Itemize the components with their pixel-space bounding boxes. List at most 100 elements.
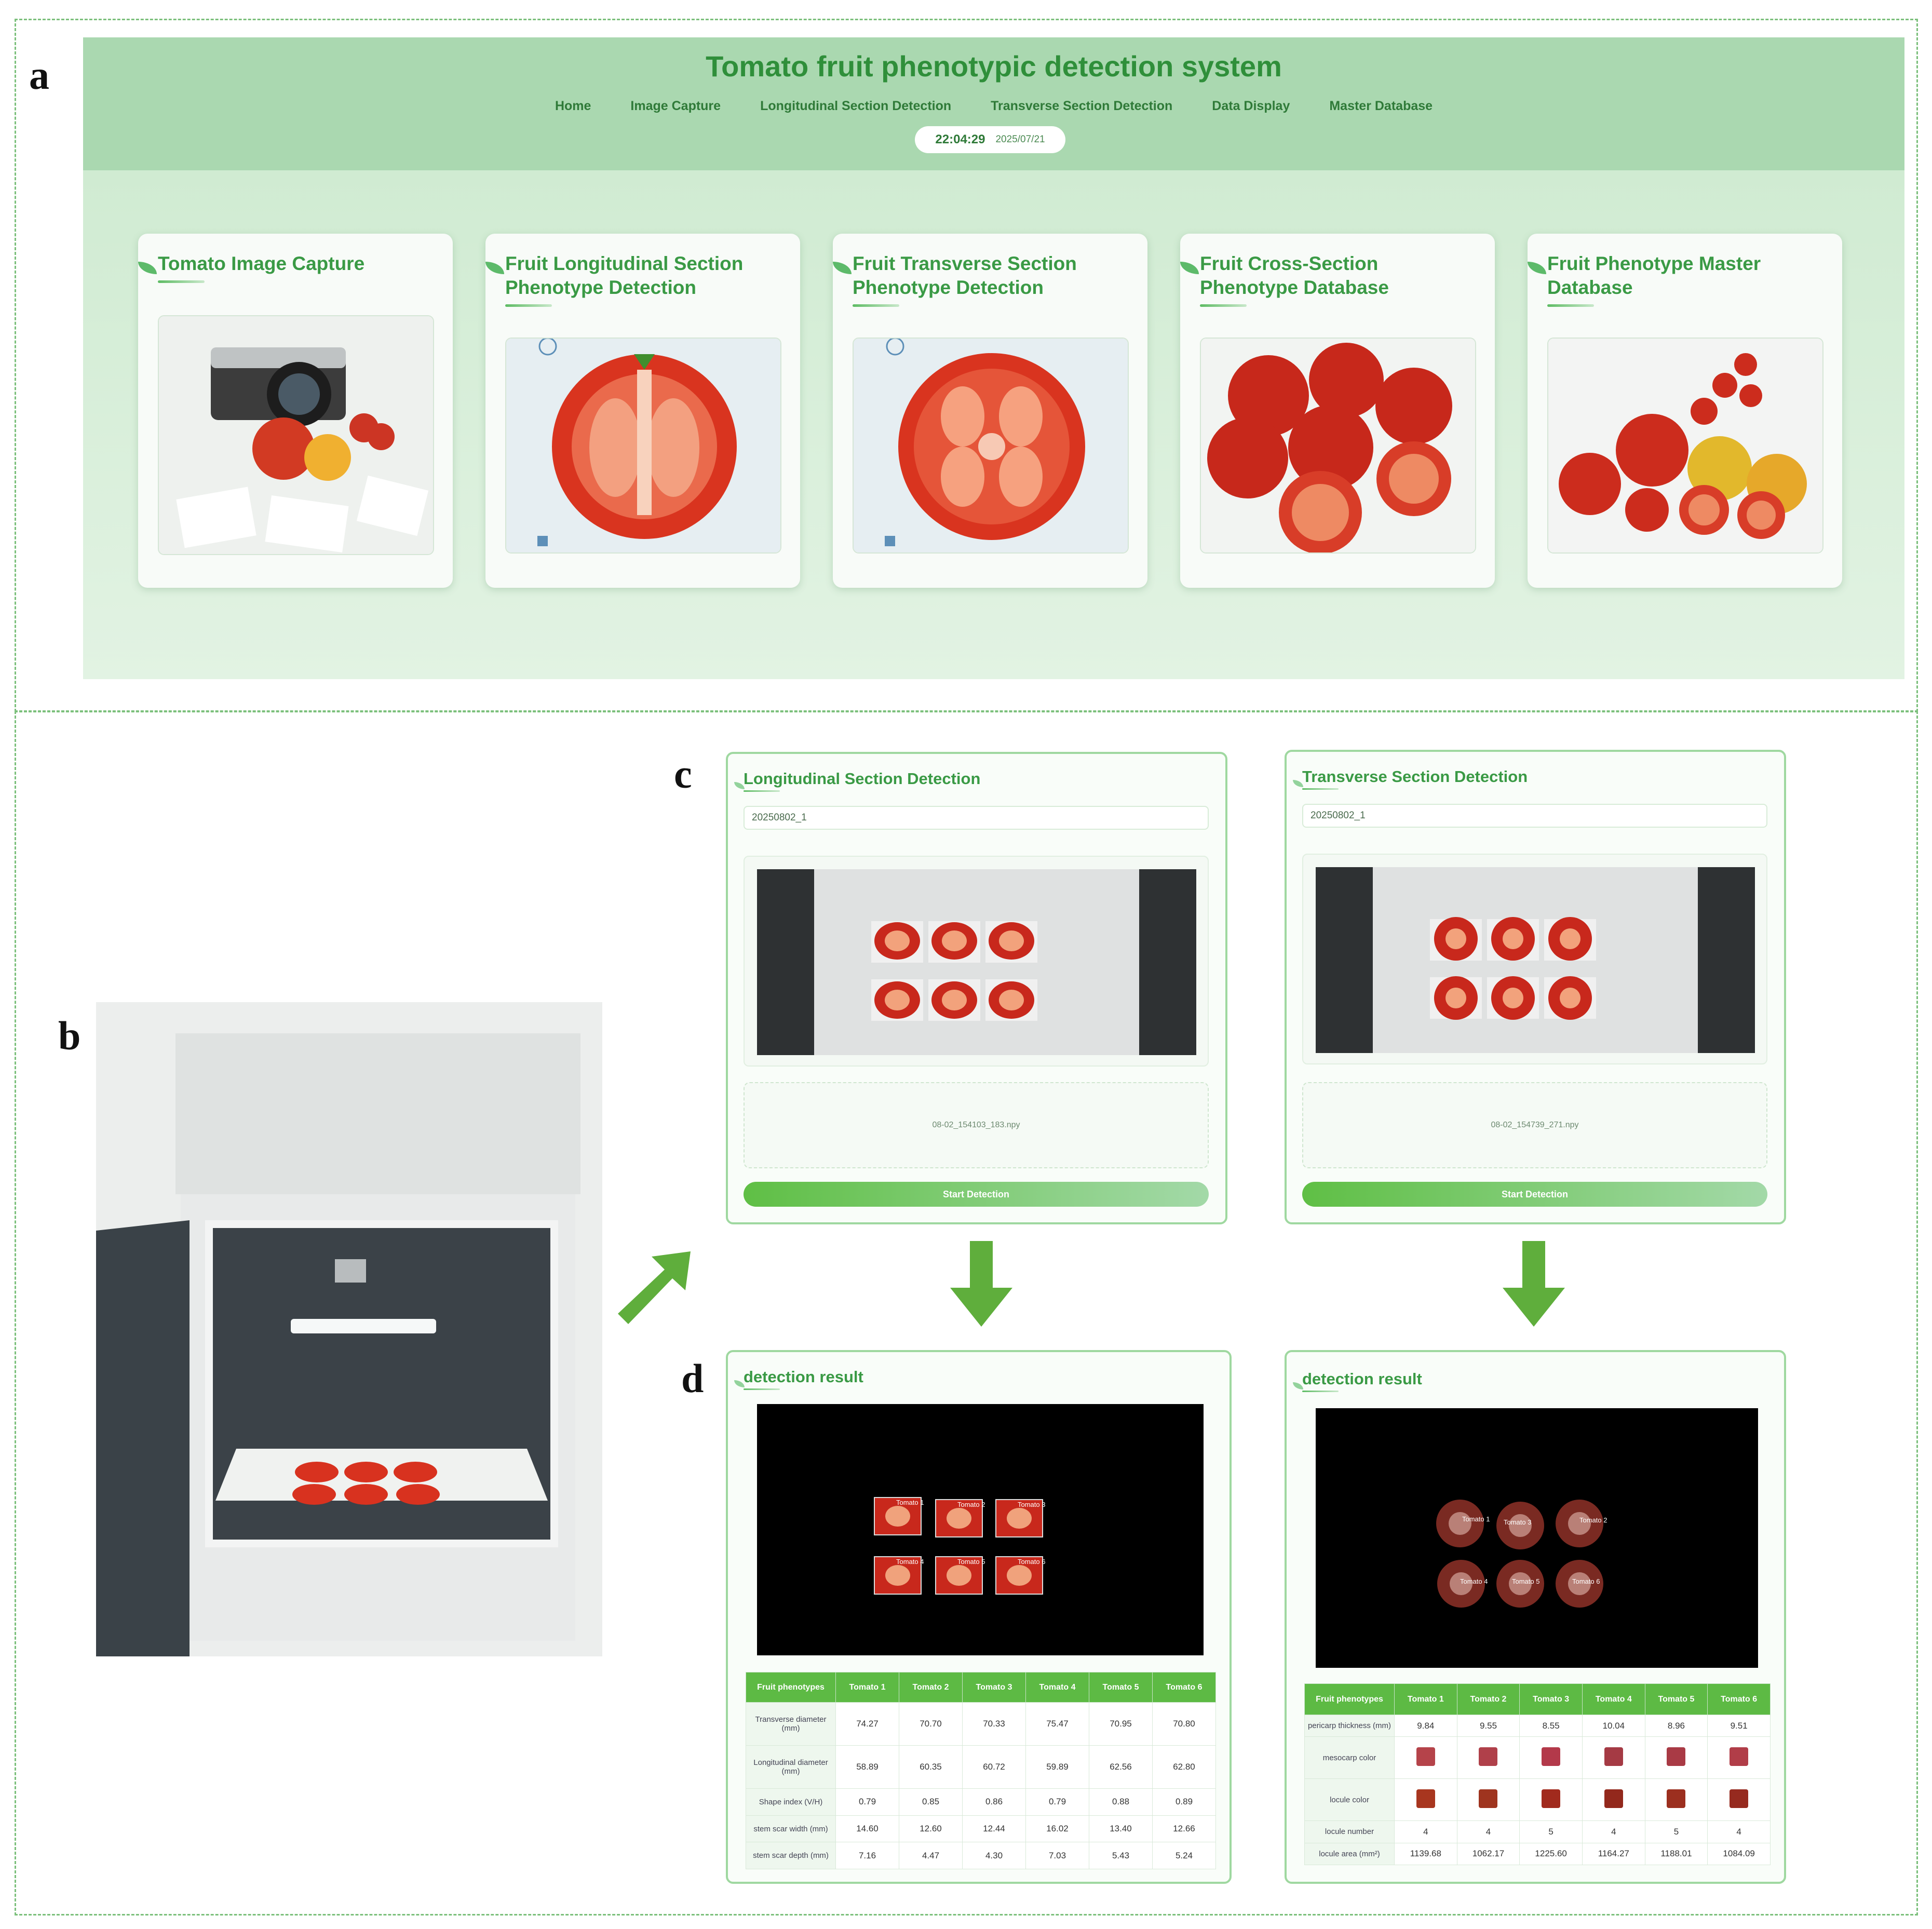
annotated-result-image: Tomato 1 Tomato 3 Tomato 2 Tomato 4 Toma… bbox=[1316, 1408, 1758, 1668]
table-cell: 12.44 bbox=[962, 1815, 1026, 1843]
title-underline bbox=[1302, 1391, 1339, 1392]
table-cell: 70.33 bbox=[962, 1702, 1026, 1746]
batch-id-input[interactable]: 20250802_1 bbox=[1302, 804, 1767, 828]
mesocarp-color-swatch bbox=[1730, 1747, 1749, 1766]
row-label: mesocarp color bbox=[1304, 1736, 1395, 1779]
table-cell: 58.89 bbox=[835, 1745, 899, 1789]
locule-color-swatch bbox=[1542, 1789, 1561, 1808]
locule-color-swatch bbox=[1730, 1789, 1749, 1808]
camera-tomato-image bbox=[158, 315, 434, 555]
title-underline bbox=[1200, 304, 1247, 307]
tomato-variety-image bbox=[1547, 338, 1823, 554]
row-label: locule area (mm²) bbox=[1304, 1842, 1395, 1866]
result-table-wrapper: Fruit phenotypes Tomato 1 Tomato 2 Tomat… bbox=[1304, 1683, 1771, 1866]
row-label: Transverse diameter (mm) bbox=[746, 1702, 836, 1746]
longitudinal-result-panel: detection result Tomato 1 Tomato 2 Tomat… bbox=[726, 1350, 1232, 1884]
table-cell: 70.70 bbox=[899, 1702, 963, 1746]
card-title-line1: Fruit Longitudinal Section bbox=[505, 253, 744, 274]
tomato-pile-image bbox=[1200, 338, 1476, 554]
table-cell: 10.04 bbox=[1582, 1714, 1645, 1737]
leaf-icon bbox=[1293, 1382, 1303, 1390]
transverse-result-table: Fruit phenotypes Tomato 1 Tomato 2 Tomat… bbox=[1304, 1683, 1771, 1866]
card-transverse-detection[interactable]: Fruit Transverse Section Phenotype Detec… bbox=[833, 234, 1147, 588]
result-label: Tomato 5 bbox=[1512, 1577, 1540, 1585]
table-cell: 12.60 bbox=[899, 1815, 963, 1843]
leaf-icon bbox=[734, 1380, 745, 1387]
panel-letter-d: d bbox=[681, 1356, 704, 1401]
table-row: Longitudinal diameter (mm) 58.89 60.35 6… bbox=[746, 1745, 1216, 1789]
table-cell: 0.79 bbox=[835, 1788, 899, 1816]
locule-color-swatch bbox=[1416, 1789, 1435, 1808]
locule-color-swatch bbox=[1667, 1789, 1686, 1808]
table-row: Shape index (V/H) 0.79 0.85 0.86 0.79 0.… bbox=[746, 1788, 1216, 1816]
table-header: Tomato 3 bbox=[962, 1672, 1026, 1703]
card-image-capture[interactable]: Tomato Image Capture bbox=[138, 234, 453, 588]
start-detection-button[interactable]: Start Detection bbox=[1302, 1182, 1767, 1207]
table-cell: 1225.60 bbox=[1519, 1842, 1583, 1866]
card-title-line1: Fruit Cross-Section bbox=[1200, 253, 1379, 274]
table-header: Fruit phenotypes bbox=[746, 1672, 836, 1703]
locule-color-swatch bbox=[1604, 1789, 1623, 1808]
card-cross-section-database[interactable]: Fruit Cross-Section Phenotype Database bbox=[1180, 234, 1495, 588]
result-label: Tomato 6 bbox=[1018, 1558, 1046, 1566]
start-detection-button[interactable]: Start Detection bbox=[744, 1182, 1209, 1207]
nav-master-database[interactable]: Master Database bbox=[1329, 99, 1433, 113]
capture-preview-box bbox=[1302, 854, 1767, 1064]
card-title-line2: Database bbox=[1547, 277, 1633, 298]
nav-longitudinal[interactable]: Longitudinal Section Detection bbox=[760, 99, 952, 113]
leaf-icon bbox=[1180, 262, 1199, 274]
locule-color-swatch bbox=[1479, 1789, 1498, 1808]
table-header: Tomato 2 bbox=[1456, 1683, 1520, 1715]
panel-title: Transverse Section Detection bbox=[1302, 767, 1528, 786]
table-cell: 9.84 bbox=[1394, 1714, 1457, 1737]
table-cell bbox=[1394, 1736, 1457, 1779]
batch-id-input[interactable]: 20250802_1 bbox=[744, 806, 1209, 830]
table-row: Transverse diameter (mm) 74.27 70.70 70.… bbox=[746, 1702, 1216, 1746]
mesocarp-color-swatch bbox=[1479, 1747, 1498, 1766]
table-cell: 5.43 bbox=[1089, 1842, 1153, 1869]
table-cell bbox=[1456, 1736, 1520, 1779]
arrow-down-right bbox=[1503, 1241, 1565, 1327]
nav-home[interactable]: Home bbox=[555, 99, 591, 113]
table-cell: 5 bbox=[1644, 1820, 1708, 1843]
table-row: locule number 4 4 5 4 5 4 bbox=[1304, 1820, 1771, 1843]
table-header: Tomato 5 bbox=[1644, 1683, 1708, 1715]
nav-image-capture[interactable]: Image Capture bbox=[630, 99, 721, 113]
table-cell bbox=[1707, 1736, 1771, 1779]
title-underline bbox=[853, 304, 899, 307]
table-cell: 75.47 bbox=[1025, 1702, 1089, 1746]
file-drop-area[interactable]: 08-02_154739_271.npy bbox=[1302, 1082, 1767, 1168]
row-label: locule color bbox=[1304, 1778, 1395, 1822]
table-cell: 5.24 bbox=[1152, 1842, 1216, 1869]
result-label: Tomato 2 bbox=[957, 1501, 985, 1508]
card-title-line1: Fruit Transverse Section bbox=[853, 253, 1077, 274]
file-drop-area[interactable]: 08-02_154103_183.npy bbox=[744, 1082, 1209, 1168]
nav-transverse[interactable]: Transverse Section Detection bbox=[991, 99, 1173, 113]
card-longitudinal-detection[interactable]: Fruit Longitudinal Section Phenotype Det… bbox=[485, 234, 800, 588]
panel-letter-c: c bbox=[674, 751, 692, 797]
result-label: Tomato 4 bbox=[896, 1558, 924, 1566]
table-cell: 62.56 bbox=[1089, 1745, 1153, 1789]
nav-data-display[interactable]: Data Display bbox=[1212, 99, 1290, 113]
panel-letter-a: a bbox=[29, 52, 49, 98]
result-table-wrapper: Fruit phenotypes Tomato 1 Tomato 2 Tomat… bbox=[746, 1672, 1216, 1869]
longitudinal-capture-image bbox=[757, 869, 1196, 1055]
clock-date: 2025/07/21 bbox=[995, 134, 1045, 145]
table-cell: 1084.09 bbox=[1707, 1842, 1771, 1866]
table-cell: 1139.68 bbox=[1394, 1842, 1457, 1866]
mesocarp-color-swatch bbox=[1604, 1747, 1623, 1766]
table-cell: 74.27 bbox=[835, 1702, 899, 1746]
card-title-line2: Phenotype Detection bbox=[853, 277, 1044, 298]
longitudinal-result-table: Fruit phenotypes Tomato 1 Tomato 2 Tomat… bbox=[746, 1672, 1216, 1869]
card-master-database[interactable]: Fruit Phenotype Master Database bbox=[1528, 234, 1842, 588]
table-cell: 0.86 bbox=[962, 1788, 1026, 1816]
table-cell bbox=[1582, 1736, 1645, 1779]
table-cell: 8.96 bbox=[1644, 1714, 1708, 1737]
arrow-to-detection bbox=[618, 1251, 691, 1324]
table-cell: 16.02 bbox=[1025, 1815, 1089, 1843]
leaf-icon bbox=[833, 262, 852, 274]
table-cell: 9.51 bbox=[1707, 1714, 1771, 1737]
result-label: Tomato 4 bbox=[1460, 1577, 1488, 1585]
table-cell: 1188.01 bbox=[1644, 1842, 1708, 1866]
table-cell: 4 bbox=[1394, 1820, 1457, 1843]
